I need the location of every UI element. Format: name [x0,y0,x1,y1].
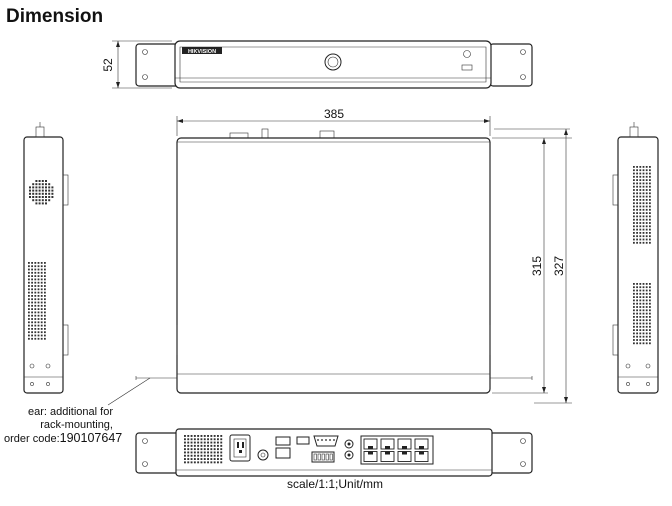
height-value: 52 [101,58,115,72]
depth-dimension: 315 327 [492,128,572,404]
front-right-ear [489,43,533,87]
side-vent-grid [28,262,46,340]
ear-note-line3: order code:190107647 [4,431,122,445]
ear-note: ear: additional for rack-mounting, order… [4,377,151,445]
height-dimension: 52 [101,40,172,89]
fan-vent-grid [29,180,54,205]
ground-screw [257,449,269,461]
alarm-terminal [311,451,335,463]
scale-note: scale/1:1;Unit/mm [287,477,383,491]
lan-port [275,447,291,459]
poe-port-block [360,435,434,465]
chassis-top [176,137,491,394]
brand-logo [182,47,222,54]
ear-note-line2: rack-mounting, [40,419,113,431]
width-value: 385 [324,107,344,121]
front-left-ear [135,43,181,87]
depth-inner-value: 315 [530,256,544,276]
power-button [324,53,342,71]
top-view [135,128,533,394]
hdmi-port-2 [296,436,310,445]
audio-in [344,450,354,460]
audio-out [344,439,354,449]
led-indicator [463,50,471,58]
usb-port [461,64,473,71]
width-dimension: 385 [176,107,491,136]
vga-port [313,435,339,447]
depth-outer-value: 327 [552,256,566,276]
brand-text: HIKVISION [188,49,216,55]
rear-fan-grille [184,435,223,464]
ear-note-line1: ear: additional for [28,406,113,418]
side-vent-grid [633,283,651,345]
hdmi-port [275,436,291,446]
page-title: Dimension [6,6,104,27]
right-side-view [612,122,659,394]
rear-view [135,428,533,477]
side-vent-grid [633,166,651,244]
left-side-view [23,122,69,394]
front-panel [174,40,492,89]
power-socket [229,434,251,462]
front-view: HIKVISION [135,40,533,89]
